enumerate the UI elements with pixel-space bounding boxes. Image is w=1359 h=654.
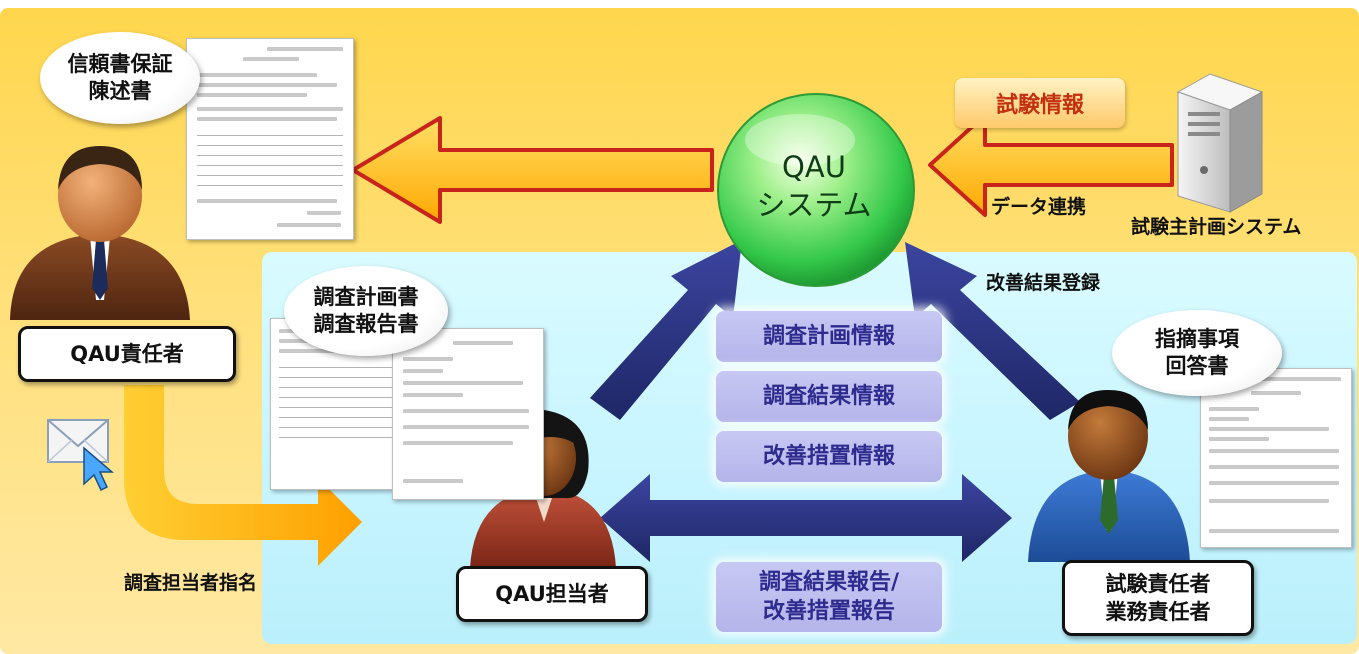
- arrow-qau-to-manager: [351, 116, 714, 224]
- finding-bubble-line1: 指摘事項: [1155, 327, 1239, 351]
- trust-bubble-line1: 信頼書保証: [67, 52, 173, 76]
- report-box-line2: 改善措置報告: [762, 599, 895, 624]
- report-box: 調査結果報告/ 改善措置報告: [716, 562, 942, 632]
- qau-staff-box: QAU担当者: [456, 566, 648, 622]
- report-box-line1: 調査結果報告/: [758, 570, 900, 595]
- study-director-box: 試験責任者 業務責任者: [1062, 560, 1254, 636]
- arrow-staff-to-qau: [590, 240, 742, 420]
- trust-bubble-line2: 陳述書: [88, 79, 152, 103]
- info-box-survey-plan: 調査計画情報: [716, 311, 942, 362]
- qau-system-line1: QAU: [782, 150, 846, 184]
- improvement-result-label: 改善結果登録: [986, 272, 1101, 294]
- qau-system-line2: システム: [756, 188, 872, 222]
- finding-response-document: [1200, 368, 1352, 548]
- cursor-icon: [83, 446, 115, 492]
- qau-staff-label: QAU担当者: [495, 582, 609, 606]
- survey-report-document: [392, 328, 544, 500]
- info-box-label: 調査結果情報: [762, 384, 895, 409]
- trust-statement-document: [186, 38, 354, 240]
- arrow-sponsor-to-qau: [928, 113, 1174, 217]
- qau-system-sphere: [717, 93, 915, 287]
- survey-doc-bubble: 調査計画書 調査報告書: [284, 266, 448, 356]
- data-link-label: データ連携: [991, 196, 1087, 218]
- survey-bubble-line2: 調査報告書: [313, 312, 419, 336]
- test-info-box: 試験情報: [955, 78, 1125, 128]
- server-icon: [1176, 73, 1264, 213]
- sponsor-system-label: 試験主計画システム: [1131, 216, 1302, 238]
- info-box-label: 改善措置情報: [762, 444, 895, 469]
- survey-bubble-line1: 調査計画書: [313, 285, 419, 309]
- info-box-survey-result: 調査結果情報: [716, 371, 942, 422]
- qau-system-label: QAU システム: [721, 114, 907, 258]
- trust-statement-bubble: 信頼書保証 陳述書: [40, 32, 200, 124]
- qau-manager-person: [10, 146, 190, 320]
- finding-bubble-line2: 回答書: [1165, 354, 1229, 378]
- qau-manager-label: QAU責任者: [70, 342, 184, 366]
- study-director-line1: 試験責任者: [1105, 572, 1211, 596]
- arrow-director-to-qau: [905, 242, 1080, 420]
- info-box-improvement: 改善措置情報: [716, 431, 942, 482]
- assign-staff-label: 調査担当者指名: [124, 572, 258, 594]
- arrow-staff-director: [600, 474, 1012, 562]
- info-box-label: 調査計画情報: [762, 324, 895, 349]
- arrow-assign: [124, 385, 362, 566]
- study-director-line2: 業務責任者: [1105, 600, 1211, 624]
- finding-response-bubble: 指摘事項 回答書: [1112, 310, 1282, 396]
- envelope-icon: [47, 419, 109, 463]
- qau-manager-box: QAU責任者: [18, 326, 236, 382]
- study-director-person: [1028, 390, 1190, 562]
